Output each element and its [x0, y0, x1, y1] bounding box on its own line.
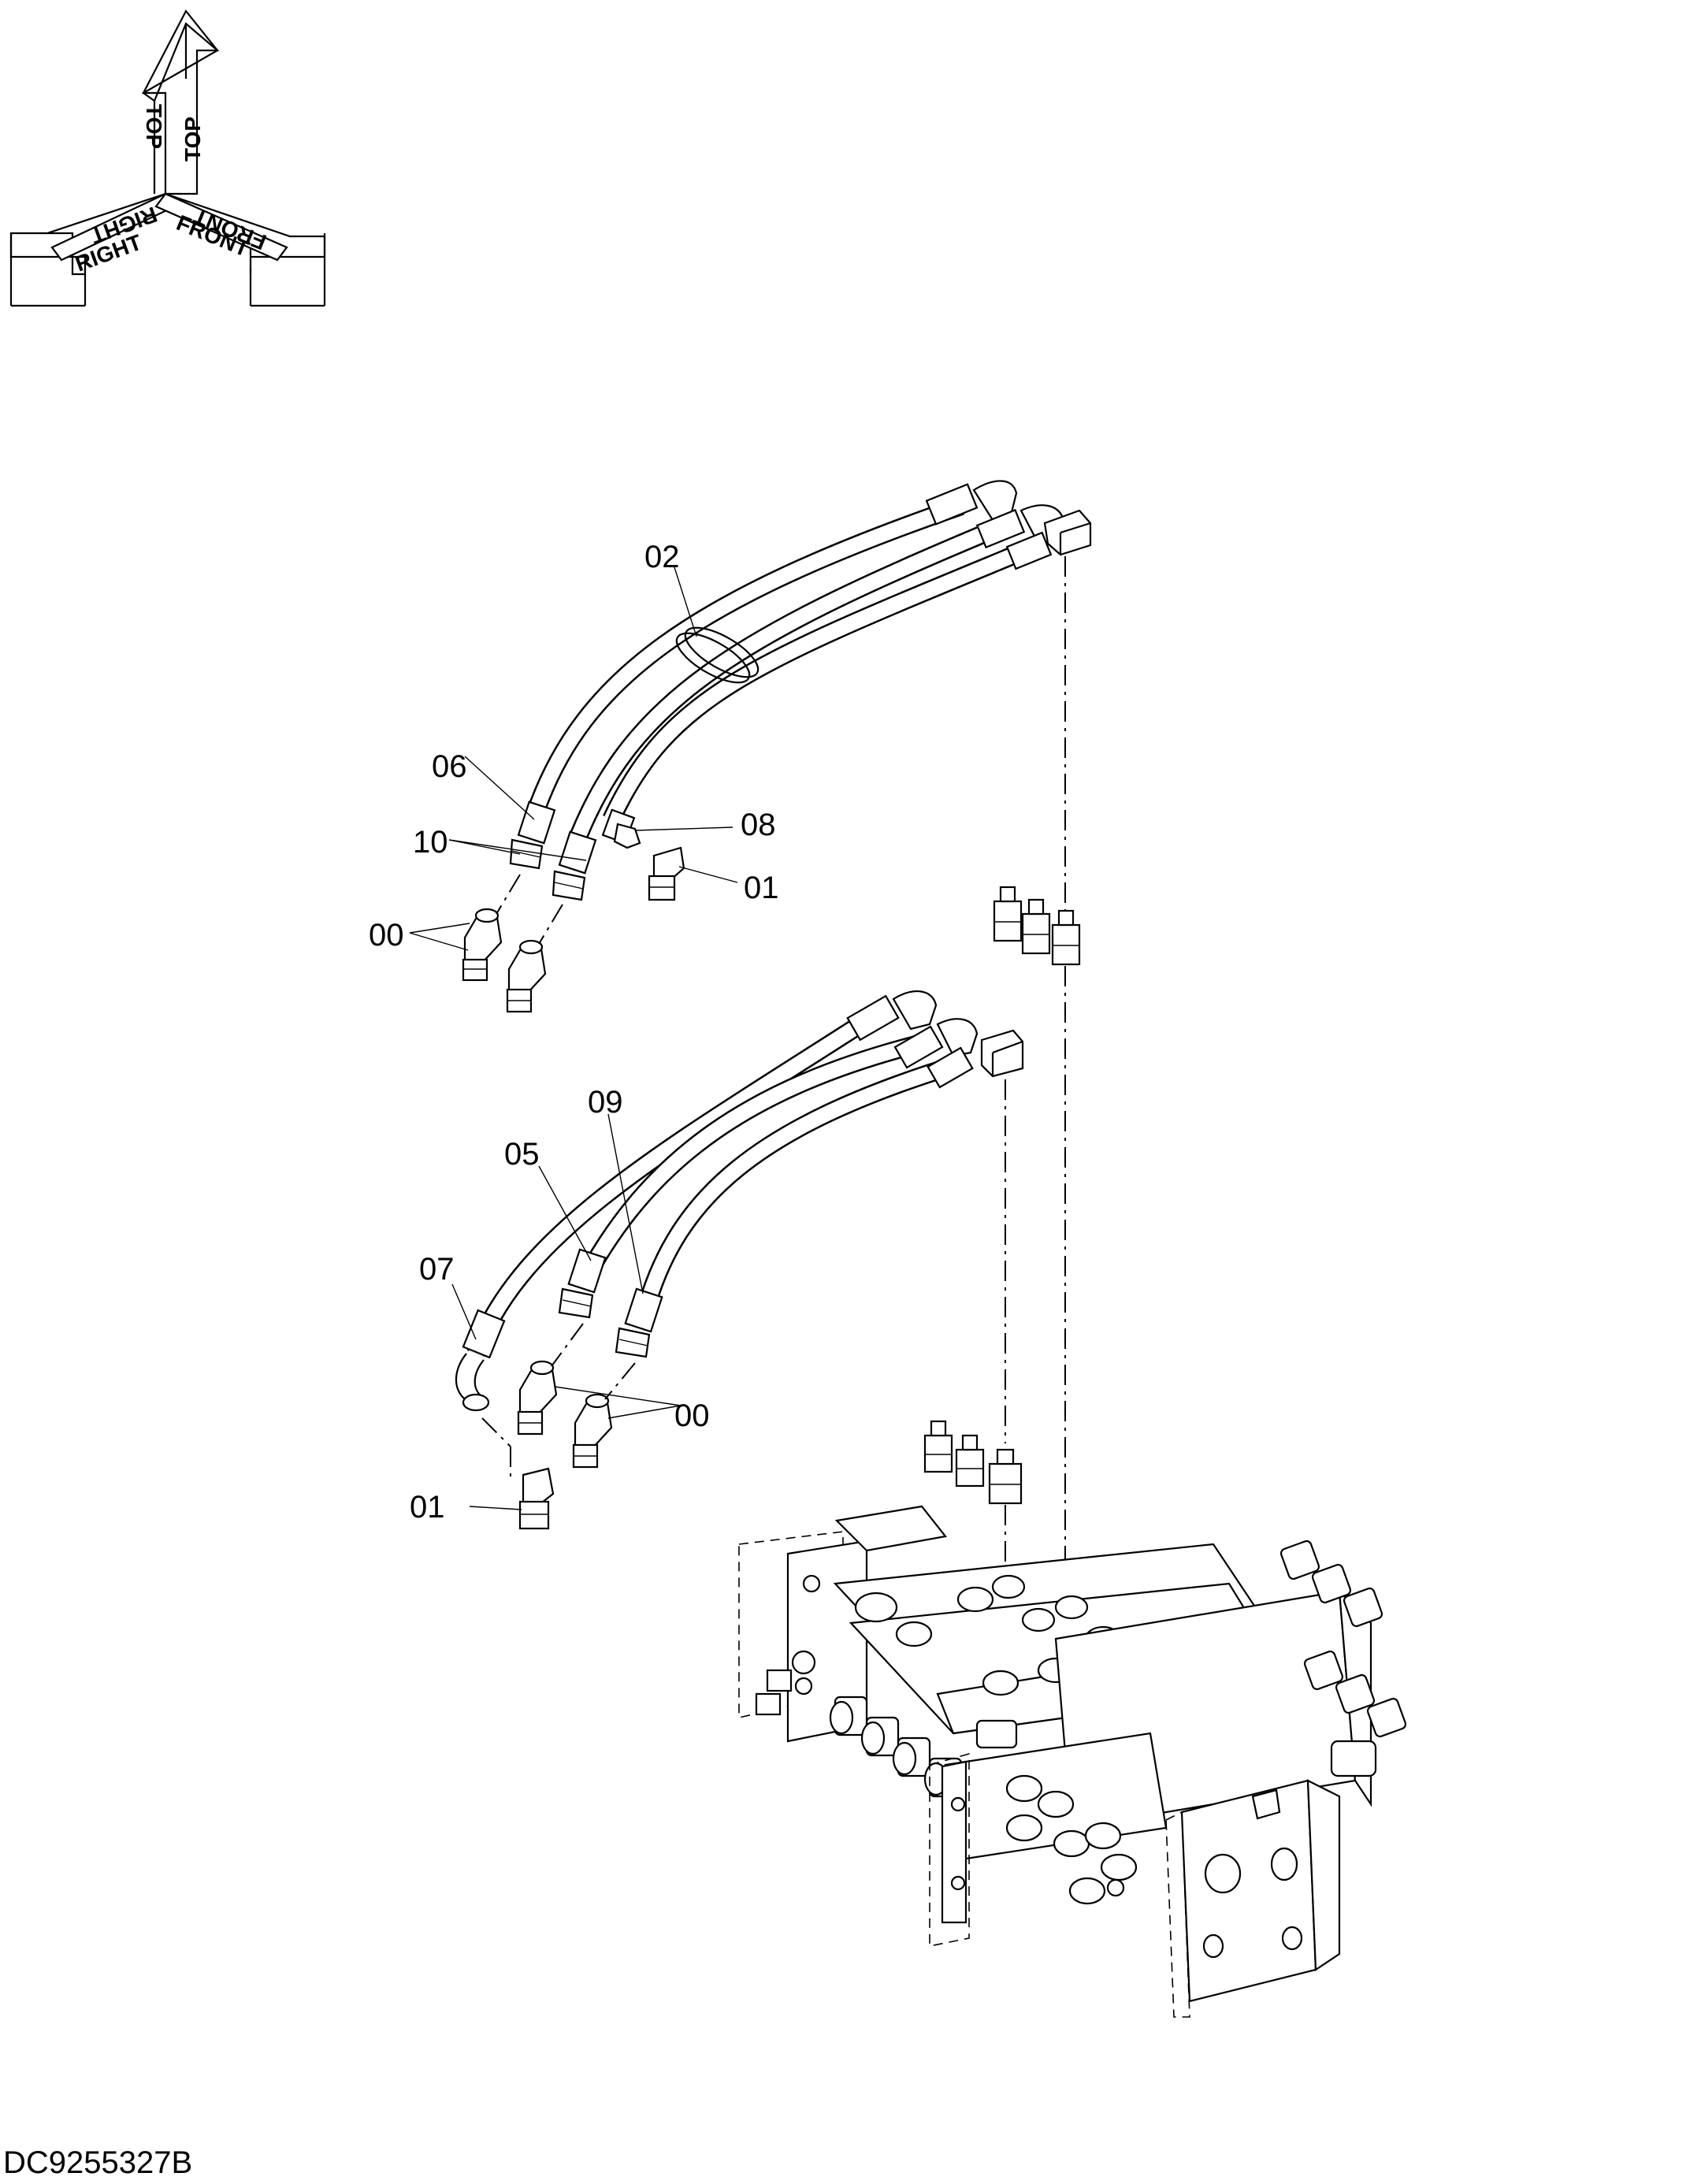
callout-00-lower: 00 [674, 1398, 710, 1433]
lower-tee-fittings [923, 1420, 1023, 1678]
document-id: DC9255327B [3, 2145, 192, 2180]
valve-lower-fittings [1005, 1774, 1138, 1905]
upper-hose-lower-fittings [509, 800, 641, 901]
callout-05: 05 [504, 1137, 540, 1172]
elbow-fitting-00-upper-b [506, 939, 547, 1013]
elbow-fitting-01-upper [648, 846, 685, 901]
elbow-fitting-00-lower-b [572, 1393, 613, 1469]
lower-hose-assembly [455, 990, 1024, 1530]
callout-07: 07 [419, 1252, 455, 1287]
upper-tee-fittings [993, 886, 1081, 1631]
orientation-top-label: TOP [142, 104, 166, 149]
upper-hose-1 [526, 496, 964, 815]
elbow-fitting-00-lower-a [517, 1360, 558, 1436]
elbow-fitting-00-upper-a [462, 908, 503, 982]
valve-right-spools [1279, 1540, 1407, 1738]
upper-hose-assembly [462, 480, 1092, 1013]
lower-hose-lower-fittings [455, 1248, 663, 1412]
callout-00-upper: 00 [369, 918, 404, 953]
callout-10: 10 [413, 825, 448, 860]
lower-hose-1 [466, 1008, 878, 1358]
callout-06: 06 [432, 749, 467, 784]
upper-hose-3 [603, 542, 1027, 824]
orientation-top-label-mirror: TOP [180, 117, 205, 162]
callout-08: 08 [741, 808, 776, 842]
leader-lines [409, 566, 738, 1510]
right-arrow-icon [9, 192, 176, 307]
callout-labels: 02 06 10 08 01 00 09 05 07 00 01 [369, 540, 779, 1525]
hose-clamp [675, 632, 751, 684]
callout-09: 09 [588, 1085, 623, 1120]
orientation-symbol: TOP TOP RIGHT RIGHT FRONT FRONT [9, 9, 326, 307]
callout-01-upper: 01 [744, 871, 779, 905]
top-arrow-icon [141, 9, 220, 195]
front-arrow-icon [154, 192, 326, 307]
callout-01-lower: 01 [410, 1490, 445, 1525]
lower-hose-end-fittings [846, 990, 1024, 1089]
lower-hose-3 [637, 1056, 958, 1311]
upper-hose-2 [566, 520, 998, 849]
elbow-fitting-01-lower [518, 1467, 555, 1530]
upper-hose-end-fittings [925, 480, 1092, 570]
control-valve-block [738, 1505, 1407, 2018]
callout-02: 02 [644, 540, 680, 574]
lower-hose-2 [582, 1034, 924, 1273]
